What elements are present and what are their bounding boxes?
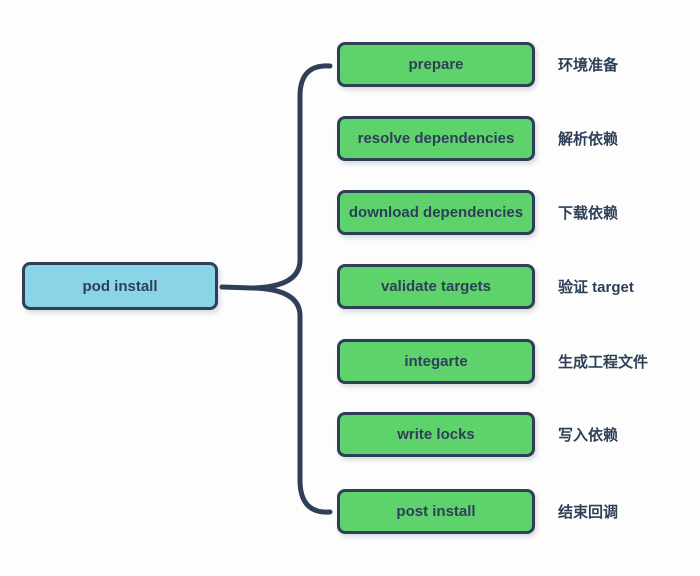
step-caption-label: 验证 target	[558, 279, 634, 296]
step-node-download-dependencies: download dependencies	[337, 190, 535, 235]
step-node-label: prepare	[408, 56, 464, 73]
step-node-prepare: prepare	[337, 42, 535, 87]
step-node-label: download dependencies	[348, 204, 524, 221]
root-node-label: pod install	[82, 277, 158, 295]
step-caption: 下载依赖	[558, 190, 700, 235]
step-caption-label: 下载依赖	[558, 205, 619, 222]
step-node-label: post install	[396, 503, 476, 520]
step-node-validate-targets: validate targets	[337, 264, 535, 309]
step-node-integarte: integarte	[337, 339, 535, 384]
step-caption: 结束回调	[558, 489, 700, 534]
step-node-write-locks: write locks	[337, 412, 535, 457]
step-node-label: validate targets	[380, 278, 492, 295]
step-node-label: write locks	[397, 426, 475, 443]
step-caption: 环境准备	[558, 42, 700, 87]
step-caption-label: 环境准备	[558, 57, 619, 74]
step-caption: 生成工程文件	[558, 339, 700, 384]
step-caption-label: 结束回调	[558, 504, 619, 521]
step-node-post-install: post install	[337, 489, 535, 534]
step-caption-label: 写入依赖	[558, 427, 619, 444]
step-caption: 验证 target	[558, 264, 700, 309]
step-node-label: resolve dependencies	[357, 130, 515, 147]
step-node-label: integarte	[404, 353, 468, 370]
step-caption: 写入依赖	[558, 412, 700, 457]
step-caption: 解析依赖	[558, 116, 700, 161]
step-caption-label: 解析依赖	[558, 131, 619, 148]
root-node-pod-install: pod install	[22, 262, 218, 310]
step-caption-label: 生成工程文件	[558, 354, 649, 371]
step-node-resolve-dependencies: resolve dependencies	[337, 116, 535, 161]
